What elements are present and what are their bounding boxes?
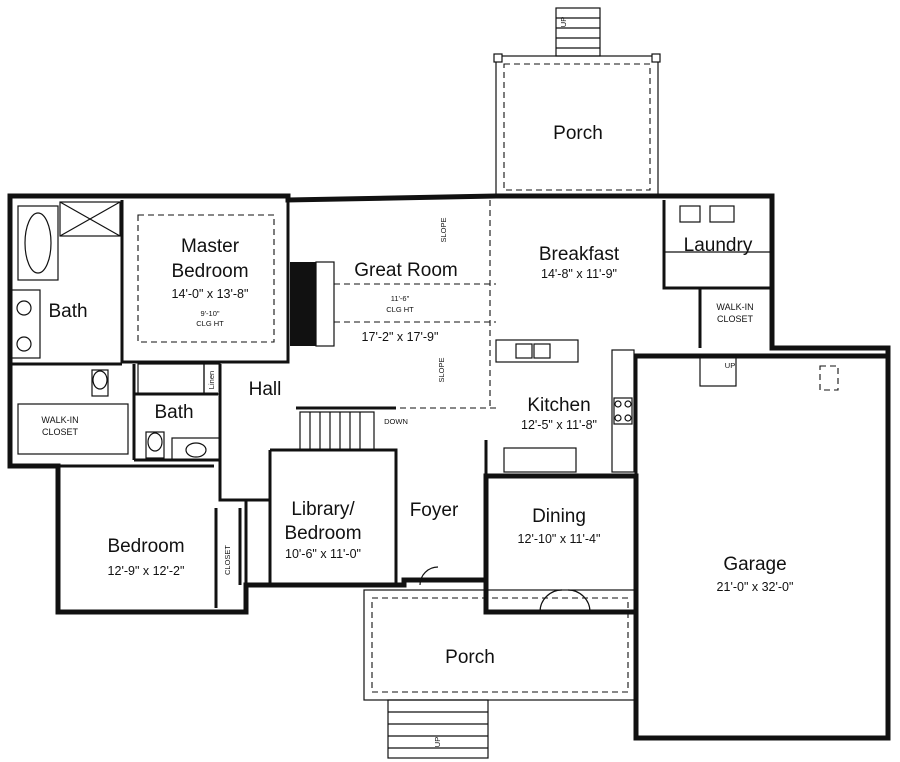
label-walkin-laundry-1: WALK-IN [716, 302, 753, 312]
label-garage: Garage [723, 554, 786, 575]
label-bedroom: Bedroom [107, 536, 184, 557]
dims-dining: 12'-10" x 11'-4" [518, 532, 601, 546]
slope-top: SLOPE [439, 217, 448, 242]
label-foyer: Foyer [410, 500, 459, 521]
label-dining: Dining [532, 506, 586, 527]
label-garage-steps-up: UP [725, 361, 735, 370]
label-master-bedroom-1: Master [181, 236, 240, 257]
label-great-room: Great Room [354, 260, 457, 281]
clg-great-1: 11'-6" [391, 294, 410, 303]
slope-bottom: SLOPE [437, 357, 446, 382]
label-bedroom-closet: CLOSET [223, 545, 232, 575]
label-bath-2: Bath [154, 402, 193, 423]
dims-great-room: 17'-2" x 17'-9" [362, 330, 439, 344]
rear-porch [493, 7, 661, 197]
interior-walls [9, 200, 839, 613]
label-laundry: Laundry [684, 235, 753, 256]
front-porch [363, 589, 637, 759]
label-master-bedroom-2: Bedroom [171, 261, 248, 282]
label-walkin-master-1: WALK-IN [41, 415, 78, 425]
dims-bedroom: 12'-9" x 12'-2" [108, 564, 185, 578]
label-front-porch: Porch [445, 647, 495, 668]
dims-kitchen: 12'-5" x 11'-8" [521, 418, 597, 432]
dims-garage: 21'-0" x 32'-0" [717, 580, 794, 594]
clg-great-2: CLG HT [386, 305, 414, 314]
label-library-2: Bedroom [284, 523, 361, 544]
label-walkin-laundry-2: CLOSET [717, 314, 754, 324]
label-hall: Hall [249, 379, 282, 400]
label-rear-steps-up: UP [559, 17, 568, 27]
dims-breakfast: 14'-8" x 11'-9" [541, 267, 617, 281]
label-linen: Linen [207, 371, 216, 389]
label-walkin-master-2: CLOSET [42, 427, 79, 437]
clg-master-1: 9'-10" [200, 309, 219, 318]
label-library-1: Library/ [291, 499, 355, 520]
label-stair-down: DOWN [384, 417, 408, 426]
dims-library: 10'-6" x 11'-0" [285, 547, 361, 561]
clg-master-2: CLG HT [196, 319, 224, 328]
label-breakfast: Breakfast [539, 244, 620, 265]
label-rear-porch: Porch [553, 123, 603, 144]
dims-master-bedroom: 14'-0" x 13'-8" [172, 287, 249, 301]
label-master-bath: Bath [48, 301, 87, 322]
label-kitchen: Kitchen [527, 395, 590, 416]
label-front-steps-up: UP [433, 737, 442, 747]
